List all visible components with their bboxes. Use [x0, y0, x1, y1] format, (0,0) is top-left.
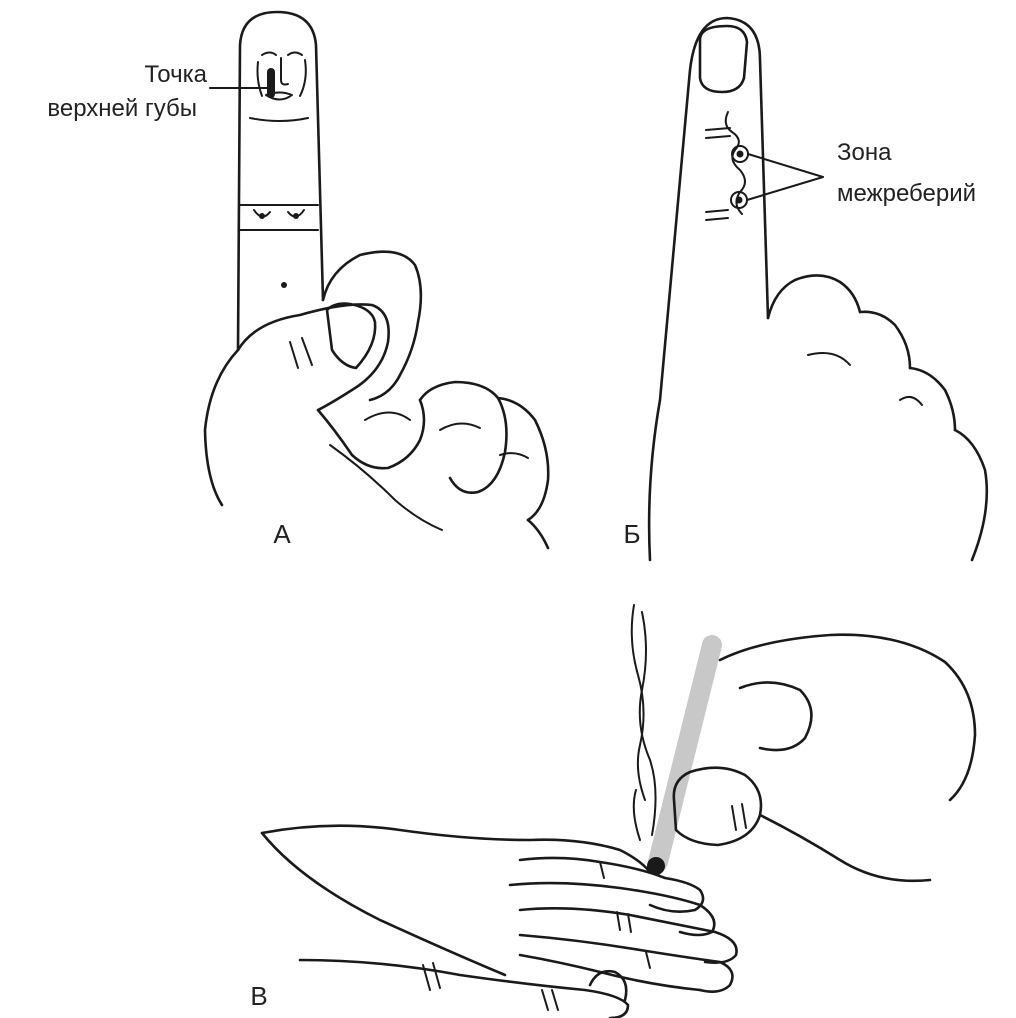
- moxa-stick-icon: [647, 645, 712, 875]
- panel-b-letter: Б: [623, 519, 640, 549]
- panel-a-letter: А: [273, 519, 291, 549]
- panel-b-label-line1: Зона: [837, 139, 892, 166]
- panel-c-hands-drawing: [262, 605, 975, 1018]
- panel-b-hand-drawing: [649, 18, 987, 560]
- panel-a-label-line2: верхней губы: [47, 95, 197, 122]
- panel-a-label-line1: Точка: [145, 61, 208, 88]
- panel-a-hand-drawing: [205, 12, 548, 548]
- face-on-fingertip-icon: [258, 53, 306, 100]
- panel-c-letter: В: [250, 981, 267, 1011]
- smoke-wisps-icon: [632, 605, 656, 840]
- intercostal-point-upper-icon: [732, 146, 748, 162]
- panel-b-label-line2: межреберий: [837, 180, 976, 207]
